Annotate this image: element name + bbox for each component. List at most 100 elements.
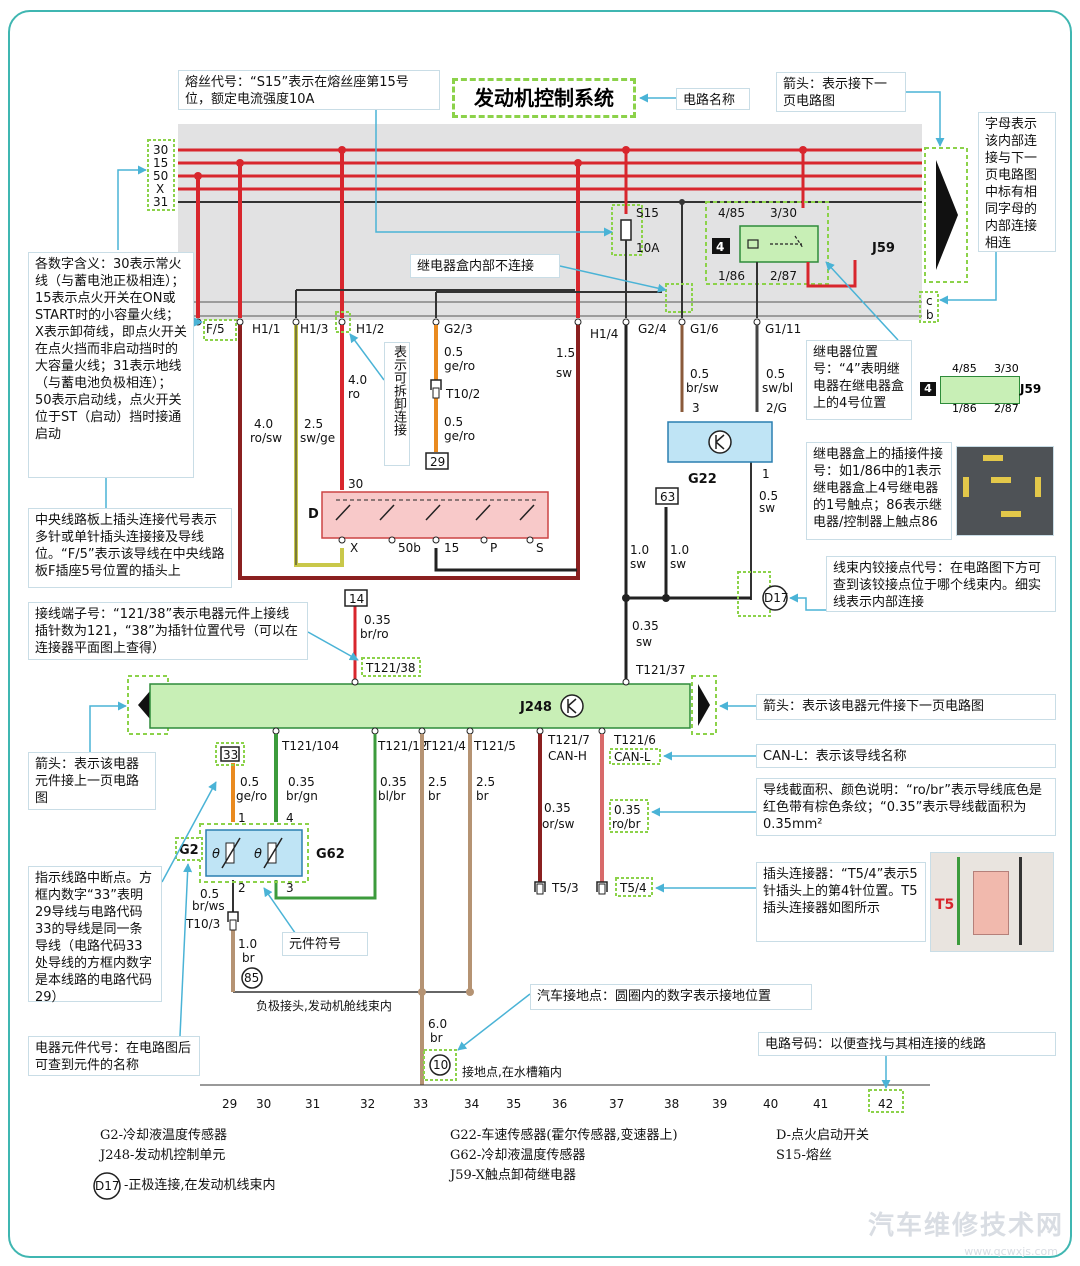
legend-g22: G22-车速传感器(霍尔传感器,变速器上) <box>450 1128 678 1143</box>
g22-pin-1: 1 <box>762 467 770 481</box>
wire-t4-size: 2.5 <box>428 775 447 789</box>
legend-d: D-点火启动开关 <box>776 1128 870 1143</box>
relay-photo-pin-4 <box>1035 477 1041 497</box>
conn-h12: H1/2 <box>356 322 384 336</box>
side-letter-c: c <box>926 294 933 308</box>
t121-104-label: T121/104 <box>281 739 339 753</box>
watermark-logo: 汽车维修技术网 <box>867 1211 1064 1241</box>
conn-g111: G1/11 <box>765 322 801 336</box>
conn-f5: F/5 <box>206 322 225 336</box>
t5-connector-shape <box>973 871 1009 935</box>
fuse-label: S15 <box>636 206 659 220</box>
relay-dashed-box <box>705 201 829 285</box>
wire-gnd-size: 6.0 <box>428 1017 447 1031</box>
wire-t4-color: br <box>428 789 441 803</box>
ignition-switch-label: D <box>308 507 319 522</box>
g-pin-2: 2 <box>238 881 246 895</box>
can-l-box <box>609 748 661 765</box>
relay-photo-pin-2 <box>963 477 969 497</box>
legend-d17-code: D17 <box>95 1179 120 1193</box>
relay-position-number: 4 <box>716 240 724 254</box>
hall-sensor-glyph <box>715 434 725 450</box>
d-pin-p: P <box>490 541 497 555</box>
note-arrow-prev: 箭头：表示该电器元件接上一页电路图 <box>28 752 156 810</box>
wire-g2a-color: br/ws <box>192 899 225 913</box>
g22-pin-2g: 2/G <box>766 401 787 415</box>
wire-h11-color: ro/sw <box>250 431 282 445</box>
relay-photo-pin-3 <box>991 477 1011 483</box>
wire-labels-upper: 4.0ro/sw 2.5sw/ge 4.0ro 0.5ge/ro 0.5ge/r… <box>250 345 793 649</box>
legend-g62: G62-冷却液温度传感器 <box>450 1148 586 1163</box>
relay-j59-body <box>739 225 819 263</box>
legend-d17-icon <box>93 1172 121 1200</box>
conn-h13: H1/3 <box>300 322 328 336</box>
control-unit-icon <box>560 694 584 718</box>
relay-position-badge <box>712 238 730 254</box>
no-connect-box <box>665 283 693 313</box>
control-unit-glyph <box>567 698 577 714</box>
ref-14: 14 <box>349 592 364 606</box>
wire-14-color: br/ro <box>360 627 389 641</box>
note-plug-t5: 插头连接器：“T5/4”表示5针插头上的第4针位置。T5插头连接器如图所示 <box>756 862 926 942</box>
relay-inset: 4 4/85 3/30 1/86 2/87 J59 <box>916 360 1046 416</box>
ref-box-29 <box>425 452 449 470</box>
t5-4-label: T5/4 <box>619 881 647 895</box>
wire-12-color: bl/br <box>378 789 406 803</box>
note-fuse-code: 熔丝代号：“S15”表示在熔丝座第15号位，额定电流强度10A <box>178 70 440 110</box>
wire-s3-color: sw <box>636 635 652 649</box>
circuit-numbers: 29 30 31 32 33 34 35 36 37 38 39 40 41 4… <box>222 1089 904 1113</box>
conn-h11: H1/1 <box>252 322 280 336</box>
joint-d17: D17 <box>764 591 789 605</box>
svg-text:θ: θ <box>212 847 220 862</box>
relay-pin-186: 1/86 <box>718 269 745 283</box>
ignition-switch-pins <box>338 536 534 544</box>
note-component-code: 电器元件代号：在电路图后可查到元件的名称 <box>28 1036 200 1076</box>
note-terminal-code: 接线端子号：“121/38”表示电器元件上接线插针数为121，“38”为插针位置… <box>28 602 308 660</box>
t121-4-label: T121/4 <box>423 739 466 753</box>
g-pin-3: 3 <box>286 881 294 895</box>
wire-s1-color: sw <box>630 557 646 571</box>
wire-canl-color: ro/br <box>612 817 641 831</box>
rail-label-x: X <box>156 182 164 196</box>
note-removable: 表示可拆卸连接 <box>384 342 410 466</box>
ground-10-dashed <box>423 1049 457 1081</box>
wire-g111-size: 0.5 <box>766 367 785 381</box>
svg-text:42: 42 <box>878 1097 893 1111</box>
ground-85-icon <box>241 967 263 989</box>
ground-85: 85 <box>244 971 259 985</box>
wires-upper <box>238 325 759 680</box>
t121-12-label: T121/12 <box>377 739 428 753</box>
wire-s3-size: 0.35 <box>632 619 659 633</box>
note-arrow-next-component: 箭头：表示该电器元件接下一页电路图 <box>756 694 1056 720</box>
wire-h14-color: sw <box>556 366 572 380</box>
ref-33: 33 <box>223 748 238 762</box>
t121-38-box <box>361 657 421 677</box>
svg-text:41: 41 <box>813 1097 828 1111</box>
note-break-point: 指示线路中断点。方框内数字“33”表明29导线与电路代码33的导线是同一条导线（… <box>28 866 162 1005</box>
t5-wire-2 <box>1019 857 1022 945</box>
relay-pin-485: 4/85 <box>718 206 745 220</box>
control-unit-j248 <box>149 683 691 729</box>
note-circuit-number: 电路号码：以便查找与其相连接的线路 <box>758 1032 1056 1056</box>
relay-inset-pin-287: 2/87 <box>994 402 1019 415</box>
ground-10-icon <box>429 1054 451 1076</box>
ref-box-33 <box>220 746 240 762</box>
d-pin-s: S <box>536 541 544 555</box>
g-pin-4: 4 <box>286 811 294 825</box>
page-title: 发动机控制系统 <box>452 78 636 118</box>
legend-g2: G2-冷却液温度传感器 <box>100 1128 228 1143</box>
wire-33-size: 0.5 <box>240 775 259 789</box>
temp-sensor-g2-g62 <box>205 829 303 877</box>
wire-g22-size: 0.5 <box>759 489 778 503</box>
wire-t5-color: br <box>476 789 489 803</box>
svg-text:36: 36 <box>552 1097 567 1111</box>
t10-3-label: T10/3 <box>185 917 220 931</box>
conn-g24: G2/4 <box>638 322 667 336</box>
j248-label: J248 <box>519 700 552 715</box>
svg-text:32: 32 <box>360 1097 375 1111</box>
relay-inset-pin-186: 1/86 <box>952 402 977 415</box>
hall-sensor-icon <box>708 430 732 454</box>
relay-coil-icon <box>747 239 759 249</box>
t121-6-label: T121/6 <box>613 733 656 747</box>
note-center-board: 中央线路板上插头连接代号表示多针或单针插头连接接及导线位。“F/5”表示该导线在… <box>28 508 232 588</box>
